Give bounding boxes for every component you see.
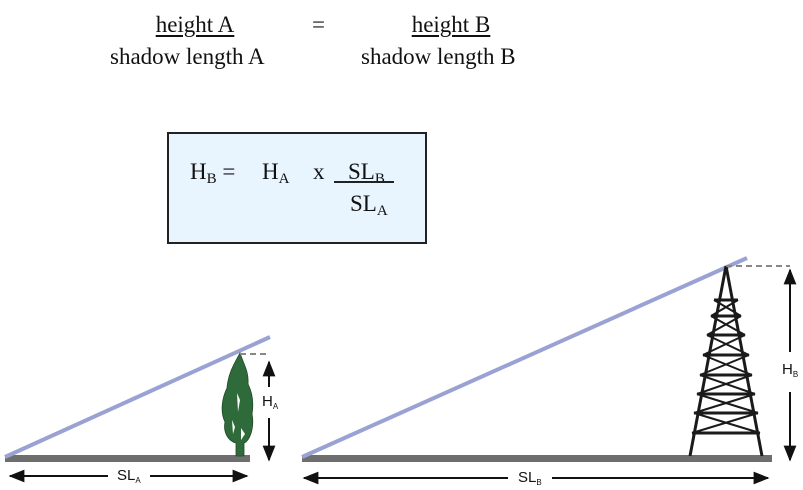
scene-a <box>4 335 276 483</box>
height-label-b-main: H <box>782 361 793 378</box>
formula-fraction-bar <box>334 181 394 183</box>
shadow-label-b-main: SL <box>518 469 537 486</box>
ratio-left-numerator-text: height A <box>155 12 235 37</box>
ratio-equals: = <box>312 12 325 37</box>
formula-ha-sub: A <box>278 171 290 187</box>
scene-b <box>301 256 797 485</box>
shadow-label-a-sub: A <box>135 476 141 485</box>
formula-slb-sub: B <box>374 171 385 187</box>
formula-ha: HA <box>262 160 289 191</box>
formula-lhs: HB = <box>190 160 235 191</box>
formula-numerator: SLB <box>348 160 385 191</box>
formula-sla-sub: A <box>376 203 388 219</box>
ground-b <box>302 455 772 462</box>
shadow-label-b: SLB <box>518 469 542 487</box>
height-label-a-main: H <box>262 393 273 410</box>
formula-denominator: SLA <box>350 192 388 223</box>
shadow-label-b-sub: B <box>536 478 542 487</box>
formula-hb-sub: B <box>206 171 217 187</box>
sun-ray-b <box>301 256 748 459</box>
formula-hb: H <box>190 159 207 184</box>
formula-slb-main: SL <box>348 159 375 184</box>
ground-a <box>5 455 250 462</box>
formula-times: x <box>313 159 325 184</box>
formula-ha-main: H <box>262 159 279 184</box>
height-label-b: HB <box>782 361 798 379</box>
tree-icon <box>221 352 254 457</box>
tower-icon <box>688 265 764 457</box>
height-label-a-sub: A <box>272 402 279 411</box>
height-label-a: HA <box>262 393 278 411</box>
formula-equals: = <box>222 159 236 184</box>
formula-sla-main: SL <box>350 191 377 216</box>
ratio-left-denominator: shadow length A <box>110 44 265 69</box>
ratio-left-numerator: height A <box>110 12 280 38</box>
sun-ray-a <box>4 335 271 459</box>
shadow-label-a-main: SL <box>117 467 136 484</box>
shadow-label-a: SLA <box>117 467 141 485</box>
height-label-b-sub: B <box>792 370 799 379</box>
ratio-right-numerator: height B <box>361 12 541 38</box>
answer-blank-line[interactable] <box>190 242 403 244</box>
ratio-right-denominator: shadow length B <box>361 44 516 69</box>
ratio-right-numerator-text: height B <box>411 12 491 37</box>
